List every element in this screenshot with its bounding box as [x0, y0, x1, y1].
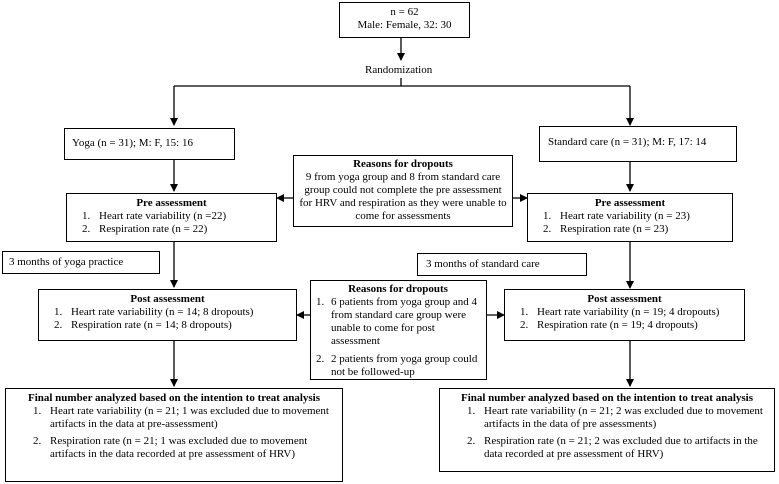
standard-post-title: Post assessment [587, 293, 662, 305]
yoga-intervention-box: 3 months of yoga practice [2, 251, 160, 274]
post-dropouts-item-1: 6 patients from yoga group and 4 from st… [327, 296, 483, 348]
yoga-pre-item-hrv: Heart rate variability (n =22) [93, 210, 276, 223]
yoga-group-box: Yoga (n = 31); M: F, 15: 16 [64, 128, 235, 160]
yoga-pre-item-rr: Respiration rate (n = 22) [93, 223, 276, 236]
standard-pre-title: Pre assessment [594, 197, 666, 209]
enrollment-total: n = 62 [390, 6, 419, 18]
yoga-final-item-hrv: Heart rate variability (n = 21; 1 was ex… [44, 405, 338, 431]
post-dropouts-item-2: 2 patients from yoga group could not be … [327, 353, 483, 379]
pre-dropouts-box: Reasons for dropouts 9 from yoga group a… [293, 155, 513, 227]
standard-group-box: Standard care (n = 31); M: F, 17: 14 [539, 126, 737, 162]
standard-final-analysis-box: Final number analyzed based on the inten… [439, 388, 775, 472]
standard-pre-item-hrv: Heart rate variability (n = 23) [554, 210, 732, 223]
pre-dropouts-text: 9 from yoga group and 8 from standard ca… [299, 171, 507, 222]
standard-post-item-hrv: Heart rate variability (n = 19; 4 dropou… [531, 306, 744, 319]
standard-final-item-rr: Respiration rate (n = 21; 2 was excluded… [478, 435, 770, 461]
yoga-post-item-hrv: Heart rate variability (n = 14; 8 dropou… [65, 306, 296, 319]
standard-pre-item-rr: Respiration rate (n = 23) [554, 223, 732, 236]
standard-intervention-box: 3 months of standard care [417, 253, 587, 276]
standard-post-item-rr: Respiration rate (n = 19; 4 dropouts) [531, 319, 744, 332]
randomization-label: Randomization [365, 64, 433, 76]
standard-post-assessment-box: Post assessment Heart rate variability (… [504, 289, 745, 341]
post-dropouts-title: Reasons for dropouts [348, 283, 448, 295]
yoga-final-analysis-box: Final number analyzed based on the inten… [5, 388, 343, 482]
pre-dropouts-title: Reasons for dropouts [353, 158, 453, 170]
enrollment-sex-ratio: Male: Female, 32: 30 [357, 19, 452, 31]
standard-pre-assessment-box: Pre assessment Heart rate variability (n… [527, 193, 733, 242]
enrollment-box: n = 62 Male: Female, 32: 30 [339, 2, 470, 38]
yoga-pre-assessment-box: Pre assessment Heart rate variability (n… [66, 193, 277, 242]
yoga-final-item-rr: Respiration rate (n = 21; 1 was excluded… [44, 435, 338, 461]
yoga-pre-title: Pre assessment [136, 197, 207, 209]
standard-final-title: Final number analyzed based on the inten… [460, 392, 754, 404]
post-dropouts-box: Reasons for dropouts 6 patients from yog… [310, 280, 487, 380]
standard-final-item-hrv: Heart rate variability (n = 21; 2 was ex… [478, 405, 770, 431]
yoga-final-title: Final number analyzed based on the inten… [27, 392, 321, 404]
yoga-post-title: Post assessment [130, 293, 205, 305]
yoga-post-item-rr: Respiration rate (n = 14; 8 dropouts) [65, 319, 296, 332]
yoga-post-assessment-box: Post assessment Heart rate variability (… [38, 289, 297, 341]
